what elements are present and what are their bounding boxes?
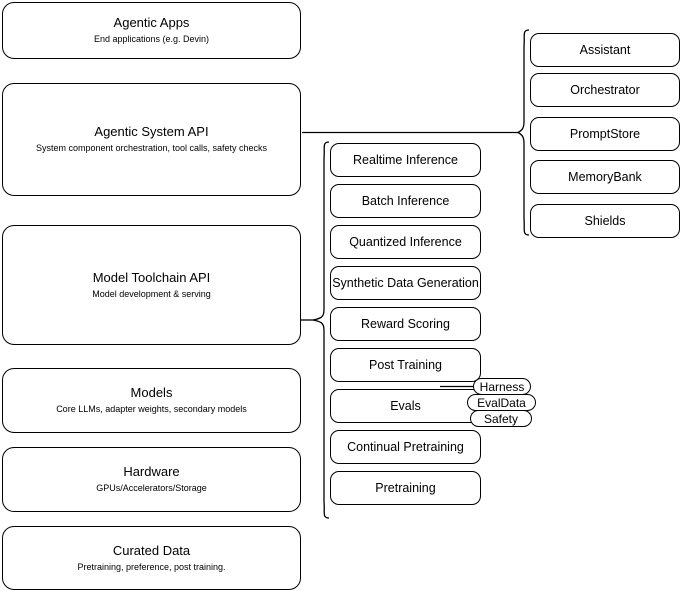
toolchain-item-reward-scoring[interactable]: Reward Scoring xyxy=(330,307,481,341)
middle-column-brace xyxy=(312,141,330,519)
system-component-label: Orchestrator xyxy=(570,83,640,97)
layer-subtitle: Model development & serving xyxy=(92,288,211,299)
toolchain-item-label: Post Training xyxy=(369,358,442,372)
eval-pill-label: EvalData xyxy=(477,395,526,410)
eval-pill-label: Harness xyxy=(479,379,525,394)
layer-subtitle: End applications (e.g. Devin) xyxy=(93,34,210,44)
layer-models[interactable]: Models Core LLMs, adapter weights, secon… xyxy=(2,368,301,433)
system-component-promptstore[interactable]: PromptStore xyxy=(530,117,680,151)
system-component-label: Shields xyxy=(584,214,626,228)
layer-agentic-apps[interactable]: Agentic Apps End applications (e.g. Devi… xyxy=(2,2,301,59)
toolchain-item-pretraining[interactable]: Pretraining xyxy=(330,471,481,505)
toolchain-item-post-training[interactable]: Post Training xyxy=(330,348,481,382)
layer-title: Hardware xyxy=(123,464,180,479)
eval-pill-safety[interactable]: Safety xyxy=(470,410,532,427)
layer-subtitle: Core LLMs, adapter weights, secondary mo… xyxy=(56,404,247,414)
system-component-assistant[interactable]: Assistant xyxy=(530,33,680,67)
layer-subtitle: Pretraining, preference, post training. xyxy=(77,561,226,572)
layer-agentic-system-api[interactable]: Agentic System API System component orch… xyxy=(2,83,301,196)
eval-pill-harness[interactable]: Harness xyxy=(473,378,531,395)
layer-model-toolchain-api[interactable]: Model Toolchain API Model development & … xyxy=(2,225,301,345)
toolchain-item-evals[interactable]: Evals xyxy=(330,389,481,423)
layer-title: Curated Data xyxy=(112,542,191,558)
right-column-brace xyxy=(516,29,530,236)
toolchain-item-quantized-inference[interactable]: Quantized Inference xyxy=(330,225,481,259)
system-component-label: MemoryBank xyxy=(568,170,642,184)
layer-title: Agentic Apps xyxy=(113,15,190,30)
layer-subtitle: GPUs/Accelerators/Storage xyxy=(96,483,207,493)
toolchain-item-label: Pretraining xyxy=(375,481,436,495)
toolchain-item-label: Evals xyxy=(390,399,421,413)
layer-curated-data[interactable]: Curated Data Pretraining, preference, po… xyxy=(2,526,301,590)
toolchain-item-continual-pretraining[interactable]: Continual Pretraining xyxy=(330,430,481,464)
toolchain-item-label: Realtime Inference xyxy=(353,153,458,167)
system-component-memorybank[interactable]: MemoryBank xyxy=(530,160,680,194)
toolchain-item-batch-inference[interactable]: Batch Inference xyxy=(330,184,481,218)
toolchain-item-synthetic-data-generation[interactable]: Synthetic Data Generation xyxy=(330,266,481,300)
toolchain-item-realtime-inference[interactable]: Realtime Inference xyxy=(330,143,481,177)
eval-pill-evaldata[interactable]: EvalData xyxy=(467,394,536,411)
system-component-label: PromptStore xyxy=(569,127,641,141)
toolchain-item-label: Reward Scoring xyxy=(361,317,450,331)
layer-subtitle: System component orchestration, tool cal… xyxy=(35,143,268,153)
layer-title: Agentic System API xyxy=(94,124,209,139)
system-component-orchestrator[interactable]: Orchestrator xyxy=(530,73,680,107)
system-component-label: Assistant xyxy=(579,43,631,57)
layer-title: Model Toolchain API xyxy=(92,269,211,285)
toolchain-item-label: Batch Inference xyxy=(361,194,450,208)
layer-hardware[interactable]: Hardware GPUs/Accelerators/Storage xyxy=(2,447,301,512)
layer-title: Models xyxy=(130,385,173,400)
eval-pill-label: Safety xyxy=(483,411,519,426)
toolchain-item-label: Synthetic Data Generation xyxy=(332,276,479,290)
toolchain-item-label: Continual Pretraining xyxy=(347,440,464,454)
toolchain-item-label: Quantized Inference xyxy=(349,235,462,249)
system-component-shields[interactable]: Shields xyxy=(530,204,680,238)
